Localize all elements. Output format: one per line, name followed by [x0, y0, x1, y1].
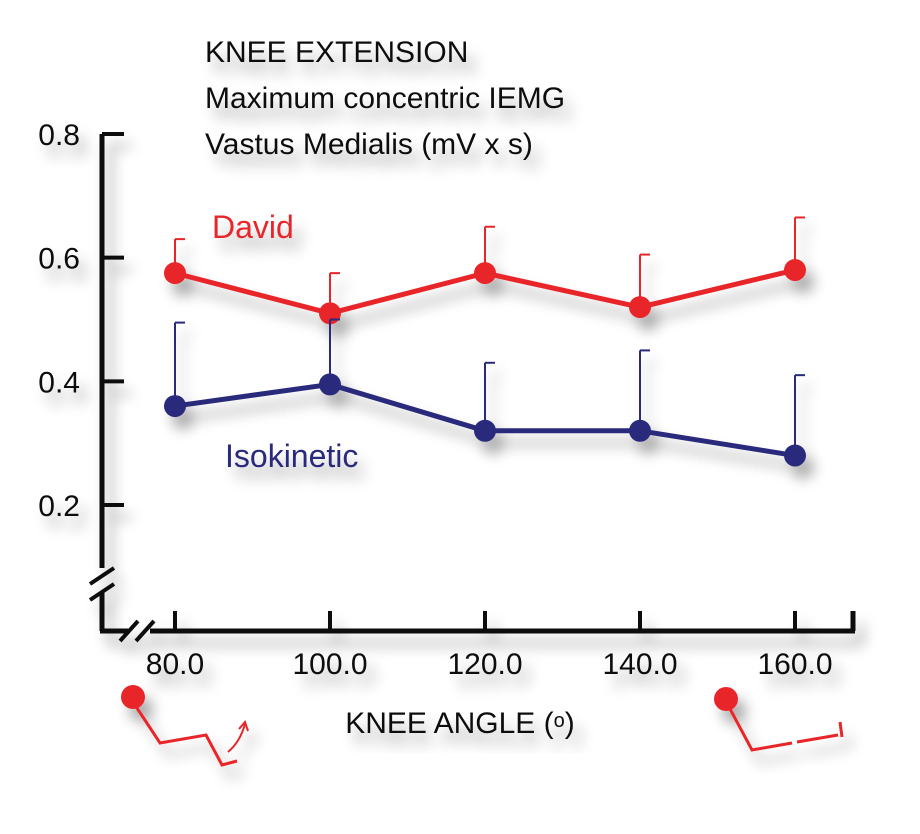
title-line-3: Vastus Medialis (mV x s)	[205, 128, 533, 161]
bent-leg-icon	[121, 685, 249, 767]
data-point	[629, 419, 651, 442]
series-labels: David Isokinetic	[212, 209, 358, 474]
x-ticks: 80.0 100.0 120.0 140.0 160.0	[146, 611, 833, 681]
x-tick-label: 100.0	[292, 648, 367, 681]
series-layer	[164, 216, 806, 467]
title-line-2: Maximum concentric IEMG	[205, 82, 565, 115]
series-label-david: David	[212, 209, 294, 245]
x-axis-label: KNEE ANGLE (o)	[345, 707, 575, 740]
title-line-1: KNEE EXTENSION	[205, 36, 468, 69]
data-point	[164, 262, 186, 285]
series-label-isokinetic: Isokinetic	[225, 438, 358, 474]
x-tick-label: 120.0	[447, 648, 522, 681]
series-david	[164, 216, 806, 325]
x-tick-label: 140.0	[602, 648, 677, 681]
x-axis-break-icon	[118, 619, 156, 643]
straight-leg-icon	[714, 687, 844, 752]
y-ticks: 0.2 0.4 0.6 0.8	[38, 119, 124, 523]
y-tick-label: 0.4	[38, 366, 80, 399]
x-tick-label: 160.0	[757, 648, 832, 681]
y-axis-break-icon	[88, 566, 116, 602]
data-point	[629, 296, 651, 319]
data-point	[784, 259, 806, 282]
y-tick-label: 0.6	[38, 243, 80, 276]
data-point	[474, 262, 496, 285]
data-point	[319, 373, 341, 396]
data-point	[164, 395, 186, 418]
y-tick-label: 0.2	[38, 490, 80, 523]
series-isokinetic	[164, 318, 806, 467]
y-tick-label: 0.8	[38, 119, 80, 152]
chart-title: KNEE EXTENSION Maximum concentric IEMG V…	[205, 36, 565, 161]
data-point	[784, 444, 806, 467]
data-point	[474, 419, 496, 442]
axes: 0.2 0.4 0.6 0.8 80.0 100.0 120.0 140.0 160.0	[38, 119, 856, 681]
x-tick-label: 80.0	[146, 648, 204, 681]
